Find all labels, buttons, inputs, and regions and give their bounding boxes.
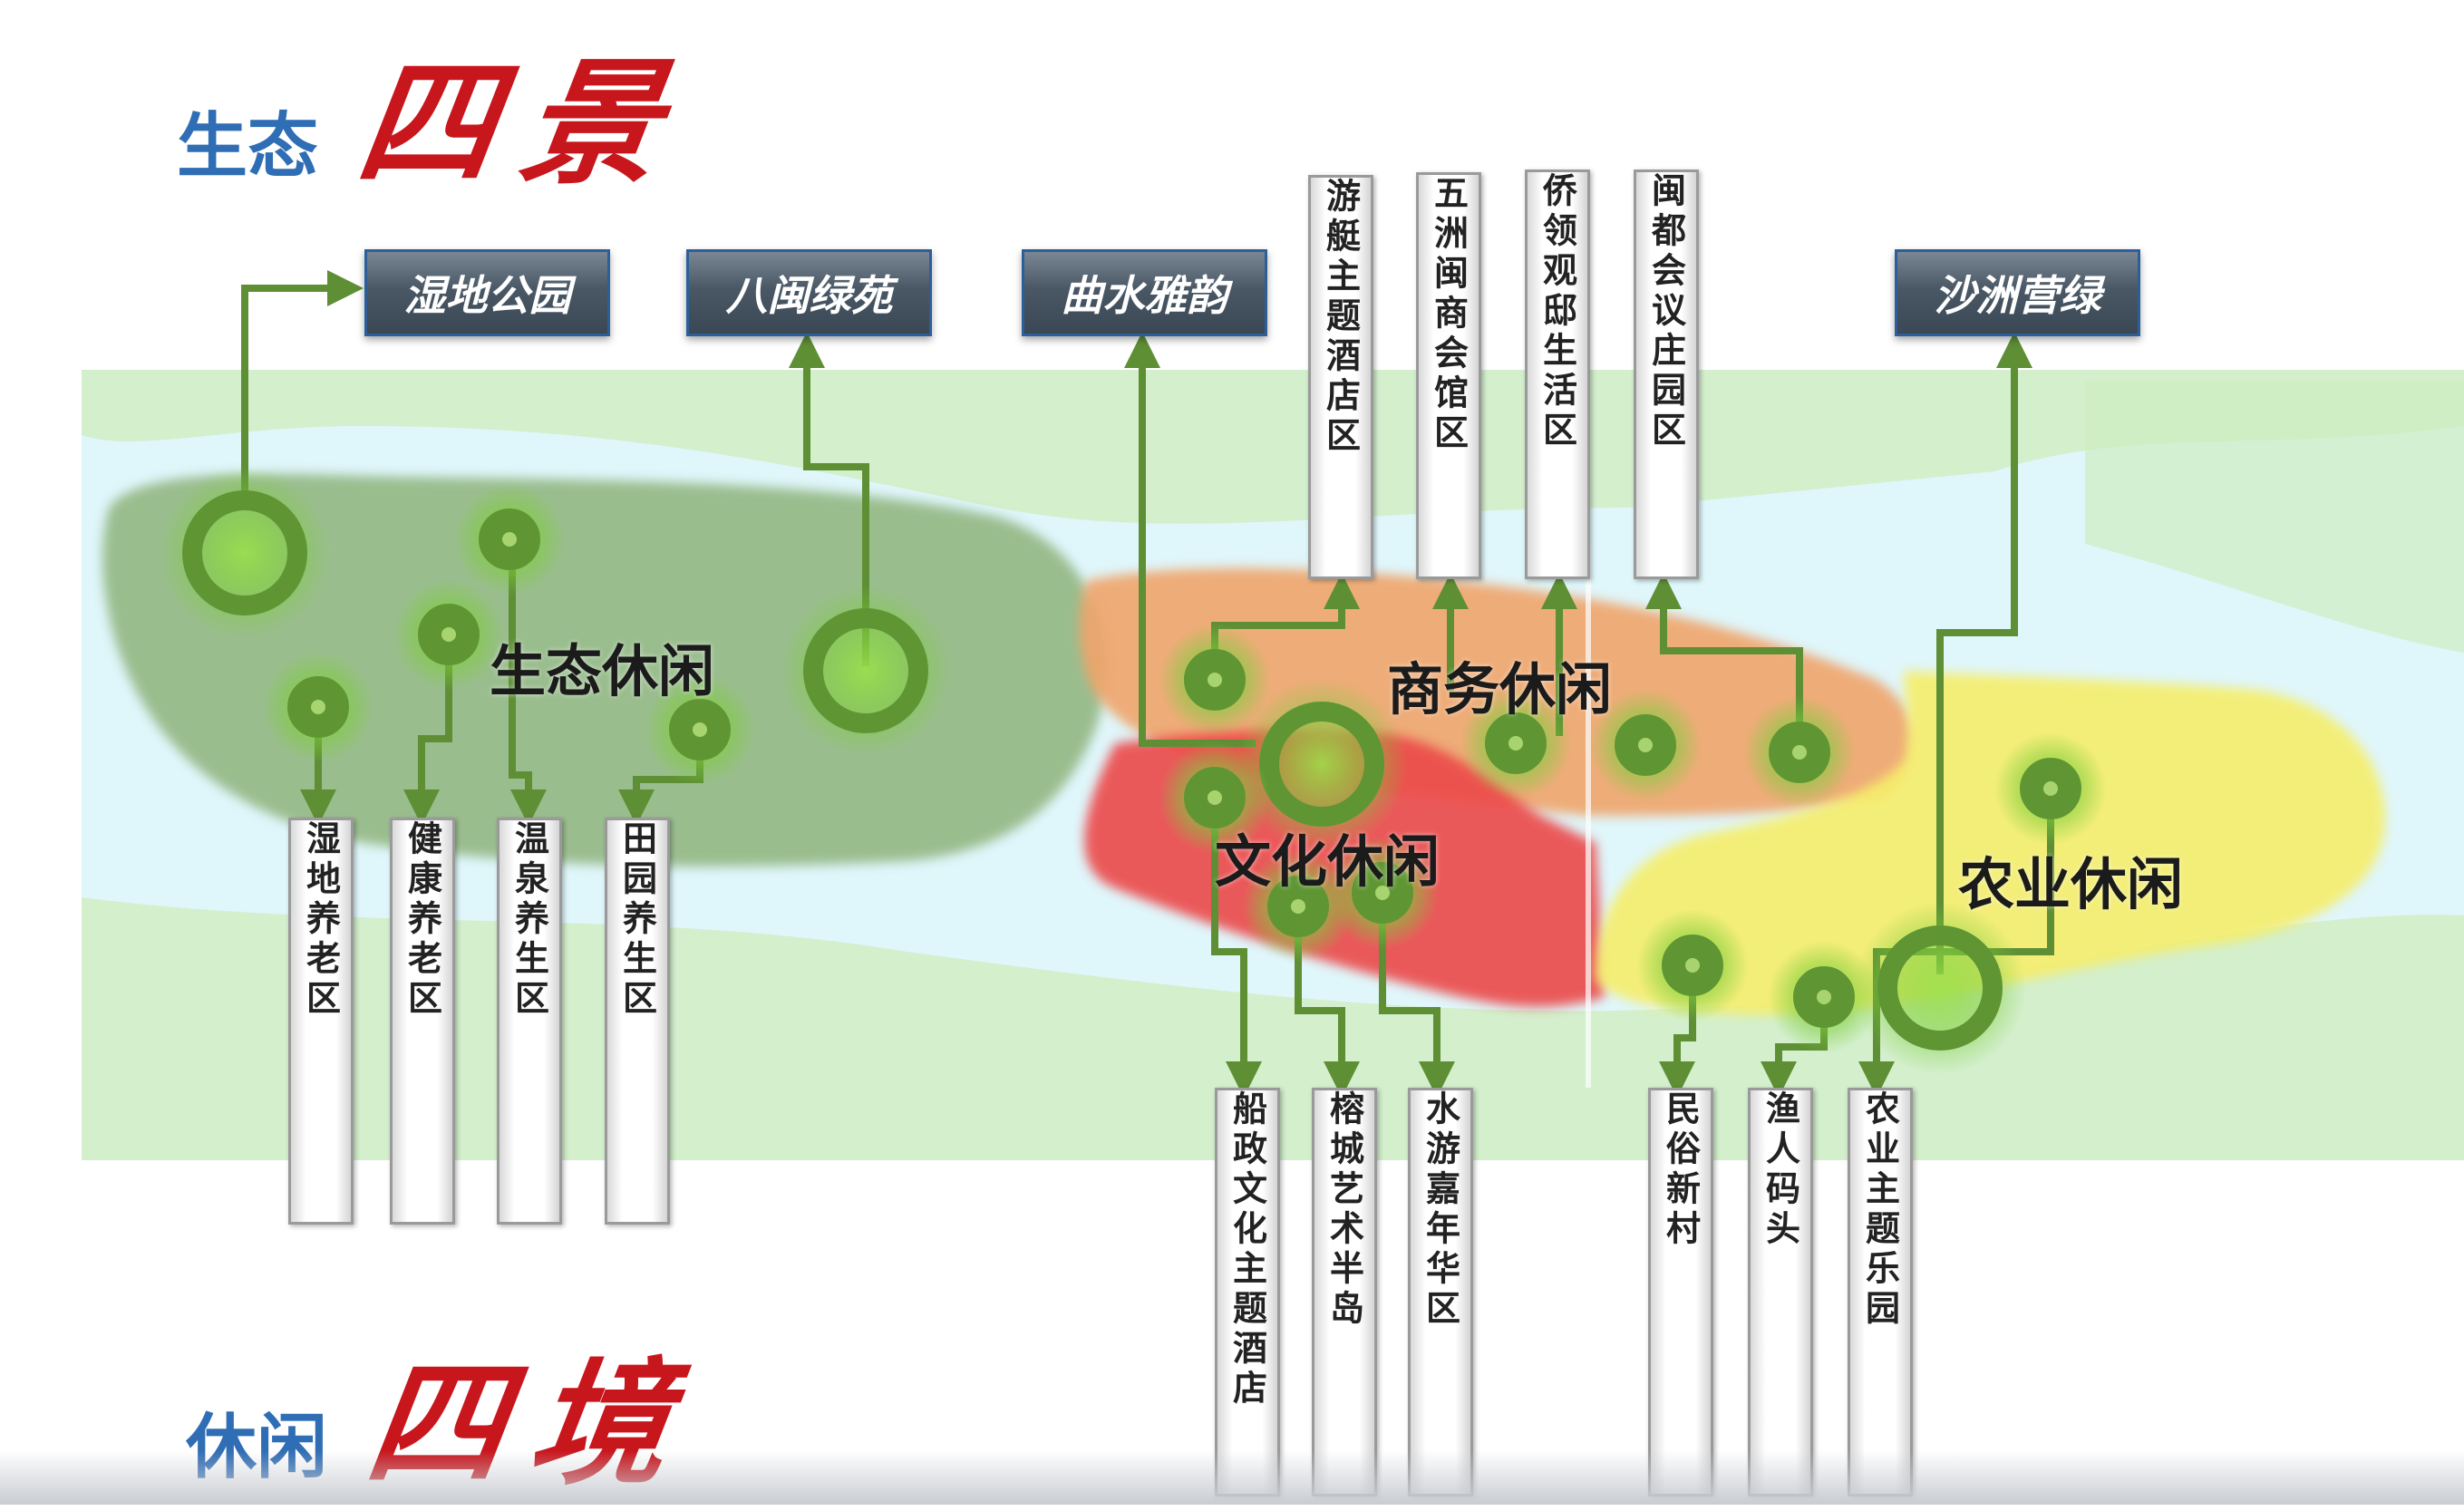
area-qiaoling-text: 侨领观邸生活区 [1537,172,1577,451]
area-mindu-text: 闽都会议庄园区 [1645,172,1686,451]
area-wetland-elderly: 湿地养老区 [288,818,354,1225]
arrow-shazhou [1936,332,2032,974]
zone-label-culture: 文化休闲 [1215,828,1441,895]
node-ring [803,608,928,733]
area-yuren: 渔人码头 [1748,1088,1813,1496]
area-minsu-text: 民俗新村 [1660,1090,1701,1250]
area-agri-park: 农业主题乐园 [1848,1088,1913,1496]
area-rongcheng-text: 榕城艺术半岛 [1324,1090,1364,1330]
area-yacht-hotel: 游艇主题酒店区 [1308,175,1373,579]
node-dot [1375,886,1390,900]
zone-label-agriculture: 农业休闲 [1958,851,2184,917]
scene-bamin-garden: 八闽绿苑 [686,249,932,336]
node-dot [1291,899,1305,914]
node-dot [502,532,517,547]
arrow-wetland-park [241,270,364,503]
node-dot [1817,990,1831,1004]
node-markers [159,467,2107,1074]
area-pastoral-text: 田园养生区 [616,820,657,1020]
area-health-elderly-text: 健康养老区 [402,820,442,1020]
area-mindu: 闽都会议庄园区 [1634,170,1699,579]
scene-wetland-park: 湿地公园 [364,249,610,336]
area-yuren-text: 渔人码头 [1760,1090,1800,1250]
area-rongcheng: 榕城艺术半岛 [1312,1088,1377,1496]
scene-shazhou: 沙洲营绿 [1895,249,2140,336]
node-dot [1208,790,1222,805]
node-dot [1638,738,1653,752]
scene-qushui: 曲水雅韵 [1022,249,1267,336]
area-health-elderly: 健康养老区 [390,818,455,1225]
area-wuzhou: 五洲闽商会馆区 [1416,172,1481,579]
node-ring [1259,702,1384,827]
area-hotspring: 温泉养生区 [497,818,562,1225]
arrow-hotspring [509,539,547,826]
node-dot [441,627,456,642]
agri-zone [1596,671,2386,1015]
node-ring [182,490,307,615]
area-chuanzheng-hotel: 船政文化主题酒店 [1215,1088,1280,1496]
ecology-zone [102,473,1106,867]
area-qiaoling: 侨领观邸生活区 [1525,170,1590,579]
land-band-top [82,370,2464,524]
node-dot [1685,958,1700,973]
top-title-callig: 四景 [348,44,698,203]
area-wetland-elderly-text: 湿地养老区 [300,820,341,1020]
area-agri-park-text: 农业主题乐园 [1859,1090,1900,1330]
node-dot [693,722,707,737]
top-title-text: 生态 [177,106,319,188]
bottom-fade [0,1450,2464,1505]
area-shuiyou-text: 水游嘉年华区 [1420,1090,1460,1330]
area-pastoral: 田园养生区 [605,818,670,1225]
area-chuanzheng-hotel-text: 船政文化主题酒店 [1227,1090,1267,1409]
arrow-shuiyou [1379,893,1455,1098]
arrow-chuanzheng [1211,798,1262,1098]
node-dot [311,700,325,714]
arrow-bamin-garden [789,332,869,666]
area-minsu: 民俗新村 [1648,1088,1713,1496]
area-yacht-hotel-text: 游艇主题酒店区 [1320,178,1361,457]
land-patch-right [2085,381,2464,653]
node-dot [2043,781,2058,796]
node-dot [1792,745,1807,760]
node-dot [1508,736,1523,751]
node-dot [1208,673,1222,687]
area-shuiyou: 水游嘉年华区 [1408,1088,1473,1496]
top-title: 生态 四景 [177,14,698,210]
area-hotspring-text: 温泉养生区 [509,820,549,1020]
node-ring [1877,925,2003,1051]
zone-label-business: 商务休闲 [1387,656,1613,722]
zone-label-ecology: 生态休闲 [490,638,715,704]
area-wuzhou-text: 五洲闽商会馆区 [1428,175,1469,454]
